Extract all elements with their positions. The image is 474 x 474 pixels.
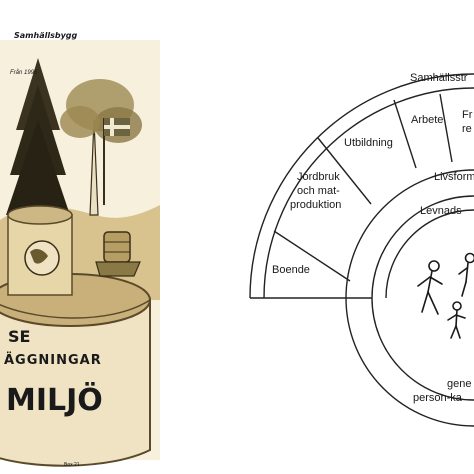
- environment-illustration: Samhällsbygg Från 1995 SE ÄGGNINGAR MILJ…: [0, 31, 160, 468]
- flag-icon: [103, 118, 130, 205]
- person-figure-1: [417, 260, 443, 315]
- conifer-tree: [6, 58, 70, 235]
- segment-label-jordbruk-2: och mat-: [297, 185, 340, 197]
- divider-jordbruk-utbildning: [317, 137, 372, 205]
- globe-cylinder: [7, 205, 73, 296]
- segment-label-arbete: Arbete: [411, 114, 443, 126]
- core-lower-edge: [371, 297, 474, 401]
- banner-line-2: ÄGGNINGAR: [4, 352, 102, 368]
- concentric-diagram: [249, 73, 474, 427]
- person-figure-3: [447, 301, 466, 339]
- banner-line-1: SE: [8, 327, 30, 346]
- middle-ring-edge: [345, 169, 474, 299]
- middle-lower-edge: [345, 297, 474, 427]
- illustration-top-caption: Samhällsbygg: [14, 31, 78, 40]
- outer-ring-title: Samhällsstr: [410, 72, 468, 84]
- barrel-icon: [95, 231, 141, 277]
- segment-label-utbildning: Utbildning: [344, 137, 393, 149]
- segment-label-boende: Boende: [272, 264, 310, 276]
- segment-label-fritid-1: Fr: [462, 109, 473, 121]
- core-caption-1: gene: [447, 378, 471, 390]
- divider-boende-jordbruk: [273, 230, 351, 282]
- divider-utbildning-arbete: [393, 99, 417, 169]
- cylinder-base: [0, 273, 151, 467]
- banner-line-3: MILJÖ: [6, 381, 103, 418]
- core-caption-2: person-ka: [413, 392, 463, 404]
- segment-label-jordbruk-3: produktion: [290, 199, 341, 211]
- middle-ring-title: Livsform: [434, 171, 474, 183]
- illustration-small-note: Från 1995: [10, 69, 38, 76]
- inner-ring-title: Levnads: [420, 205, 462, 217]
- divider-arbete-fritid: [439, 93, 453, 163]
- segment-label-fritid-2: re: [462, 123, 472, 135]
- segment-ring-inner-edge: [371, 195, 474, 299]
- outer-ring-inner-edge: [263, 87, 474, 299]
- outer-ring-edge: [249, 73, 474, 299]
- segment-label-jordbruk-1: Jordbruk: [297, 171, 340, 183]
- inner-ring-edge: [385, 209, 474, 299]
- person-figure-2: [458, 252, 474, 297]
- people-figures: [417, 252, 474, 339]
- diagram-labels: Samhällsstr Arbete Fr re Utbildning Jord…: [272, 72, 474, 404]
- illustration-bottom-note: Box 21: [64, 462, 80, 468]
